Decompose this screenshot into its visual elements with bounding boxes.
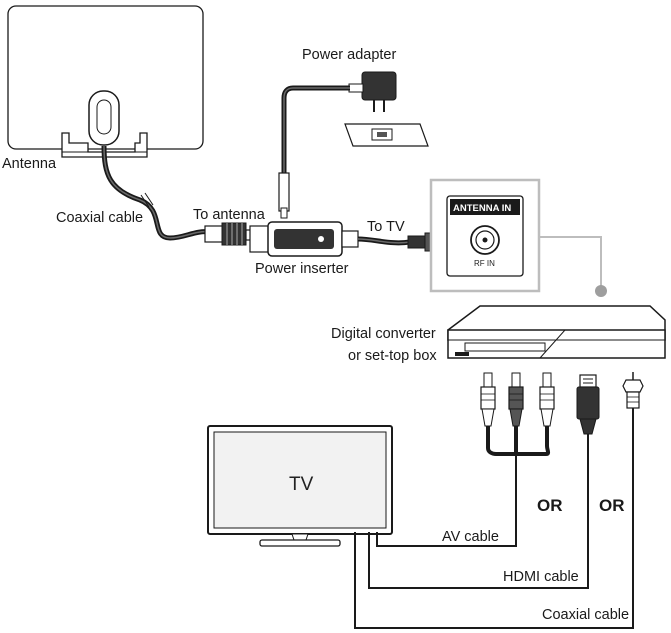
set-top-box xyxy=(447,305,666,359)
av-cable-run xyxy=(376,454,517,547)
rca-plug-right xyxy=(539,372,555,427)
digital-converter-label-line1: Digital converter xyxy=(331,326,436,342)
av-cable-label: AV cable xyxy=(442,529,499,545)
coaxial-plug xyxy=(622,372,644,409)
power-adapter-label: Power adapter xyxy=(302,47,396,63)
rf-in-label: RF IN xyxy=(474,259,495,268)
panel-pointer-dot xyxy=(595,285,607,297)
tv-label: TV xyxy=(289,474,314,495)
power-inserter-label: Power inserter xyxy=(255,261,349,277)
coaxial-cable-bottom-label: Coaxial cable xyxy=(542,607,629,623)
antenna-label: Antenna xyxy=(2,156,57,172)
hdmi-cable-label: HDMI cable xyxy=(503,569,579,585)
tv xyxy=(207,425,393,547)
to-tv-label: To TV xyxy=(367,219,405,235)
hdmi-cable-run xyxy=(368,434,589,589)
digital-converter-label-line2: or set-top box xyxy=(348,348,437,364)
hdmi-plug xyxy=(576,374,600,435)
coaxial-cable-run xyxy=(354,408,634,629)
av-connectors xyxy=(480,372,555,456)
antenna xyxy=(7,5,204,158)
coaxial-cable-label: Coaxial cable xyxy=(56,210,143,226)
to-antenna-label: To antenna xyxy=(193,207,266,223)
rca-plug-middle xyxy=(508,372,524,427)
dc-plug xyxy=(278,172,290,212)
or-label-2: OR xyxy=(599,496,625,515)
power-adapter xyxy=(344,71,429,147)
antenna-in-port xyxy=(446,195,524,277)
power-inserter xyxy=(249,221,359,257)
rca-plug-left xyxy=(480,372,496,427)
antenna-in-label: ANTENNA IN xyxy=(453,203,511,214)
or-label-1: OR xyxy=(537,496,563,515)
